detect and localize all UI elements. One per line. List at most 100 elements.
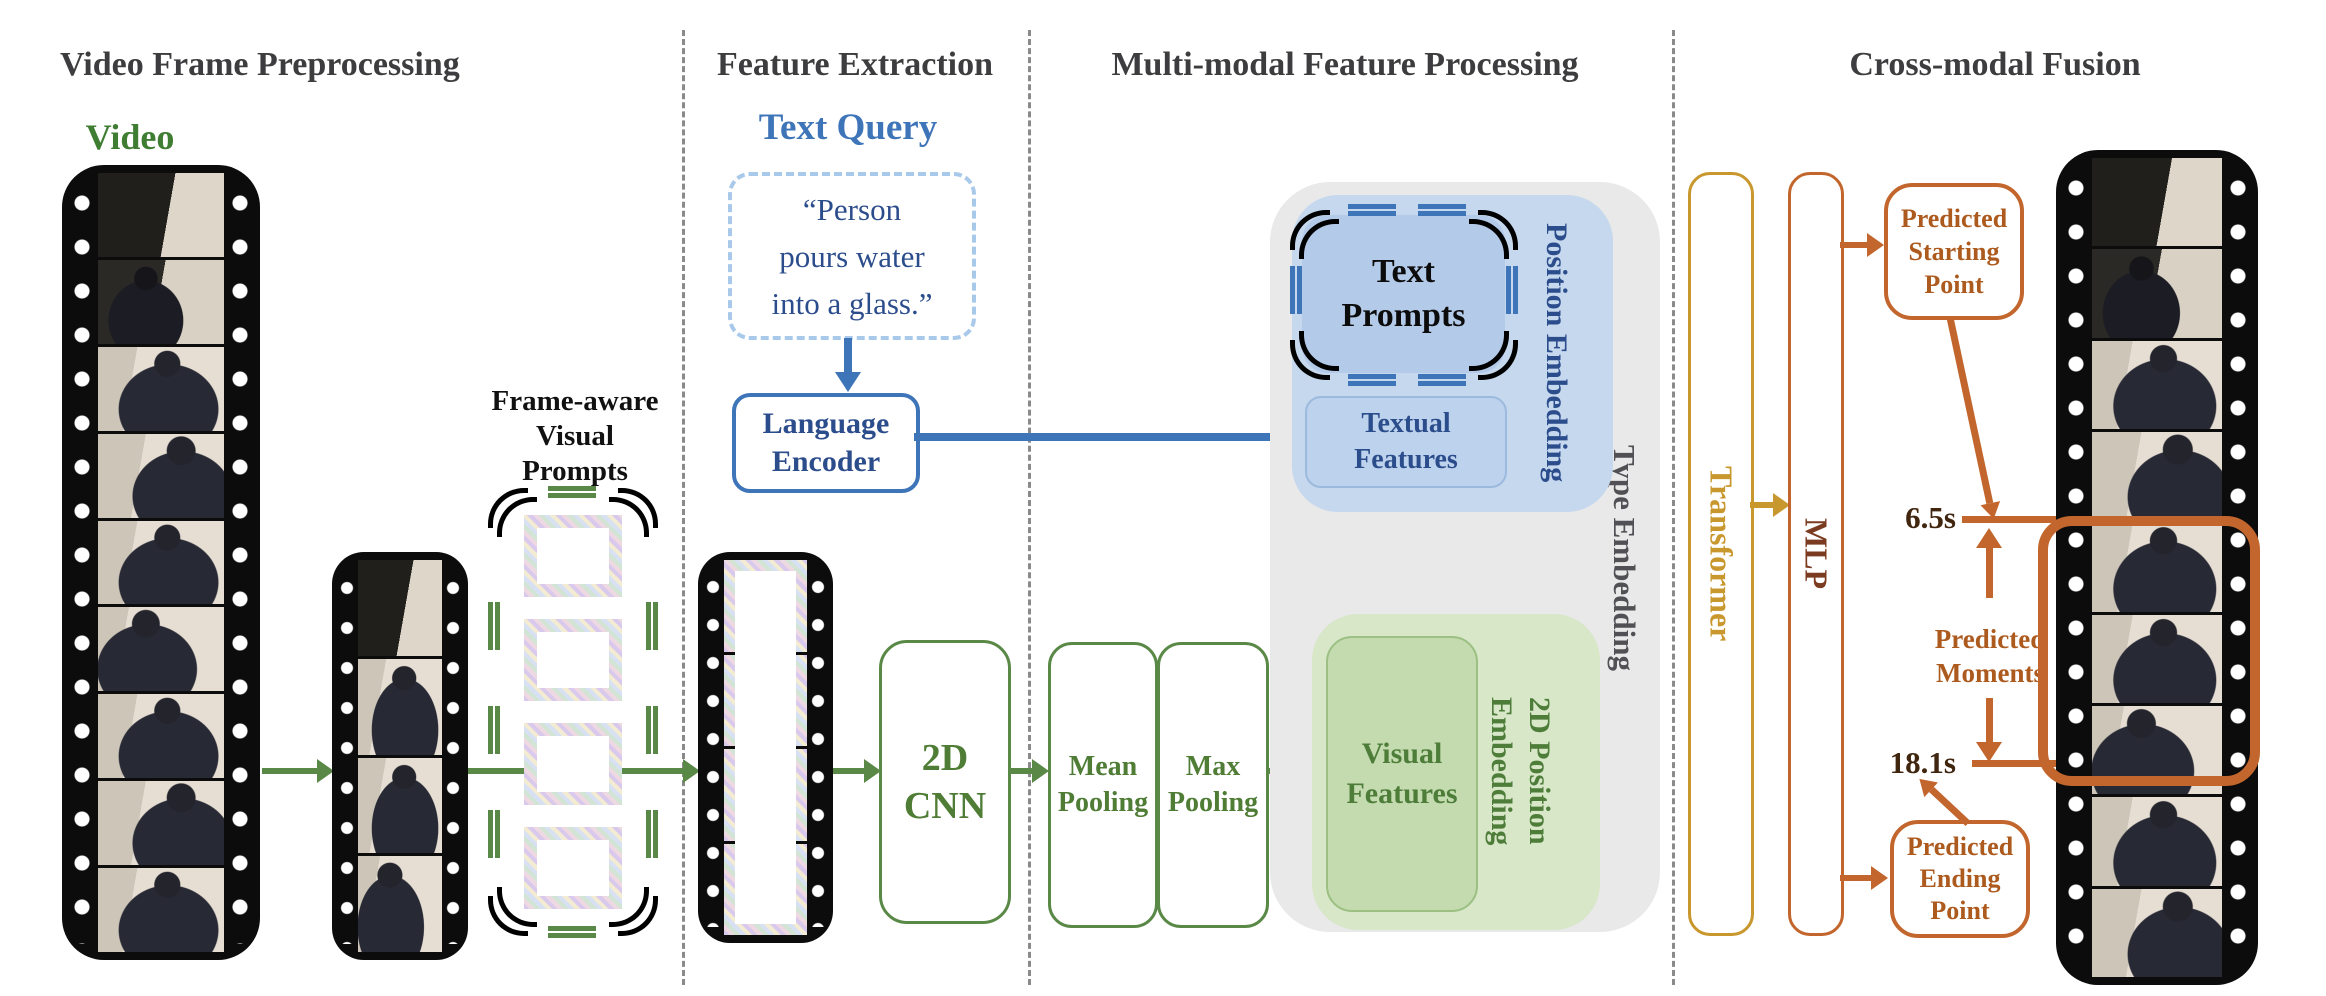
- film-sprocket-holes-icon: [73, 181, 91, 944]
- bracket-icon: [1348, 204, 1396, 216]
- box-line: Visual: [1361, 737, 1443, 770]
- arrow-moments-down: [1976, 698, 2002, 762]
- video-frame-thumbnail: [98, 520, 224, 605]
- bracket-icon: [488, 706, 500, 754]
- column-divider-3: [1672, 30, 1675, 985]
- box-line: Text: [1372, 253, 1435, 290]
- video-frame-thumbnail: [98, 868, 224, 953]
- video-frame-thumbnail: [98, 259, 224, 344]
- text-query-box: “Person pours water into a glass.”: [728, 172, 976, 340]
- video-frame-thumbnail: [358, 658, 442, 755]
- visual-prompt-frame: [524, 723, 622, 805]
- box-line: Max: [1185, 751, 1241, 782]
- visual-prompts-column: [488, 486, 658, 938]
- end-time-line: [1972, 760, 2062, 767]
- arrowhead-icon: [1032, 759, 1049, 783]
- query-line: into a glass.”: [771, 285, 933, 321]
- transformer-label: Transformer: [1703, 466, 1740, 642]
- header-multimodal-feature-processing: Multi-modal Feature Processing: [1111, 46, 1579, 83]
- video-frame-thumbnail: [2092, 431, 2222, 521]
- bracket-icon: [488, 810, 500, 858]
- visual-features-box: Visual Features: [1326, 636, 1478, 912]
- video-frame-thumbnail: [2092, 340, 2222, 429]
- prompt-frame-center: [537, 736, 609, 792]
- video-frame-thumbnail: [98, 433, 224, 518]
- type-embedding-label: Type Embedding: [1607, 445, 1642, 671]
- video-frame-thumbnail: [2092, 249, 2222, 338]
- arrowhead-icon: [864, 759, 881, 783]
- bracket-icon: [548, 926, 596, 938]
- box-line: Features: [1354, 444, 1458, 475]
- header-video-frame-preprocessing: Video Frame Preprocessing: [60, 46, 460, 83]
- visual-prompt-frame: [524, 515, 622, 597]
- position-embedding-label: Position Embedding: [1540, 223, 1573, 483]
- video-frame-thumbnail: [98, 346, 224, 431]
- box-line: Mean: [1068, 751, 1138, 782]
- box-line: Prompts: [1341, 297, 1466, 334]
- bracket-icon: [497, 497, 537, 537]
- arrowhead-icon: [1867, 233, 1884, 257]
- transformer-box: Transformer: [1688, 172, 1754, 936]
- film-sprocket-holes-icon: [706, 568, 720, 927]
- bracket-icon: [488, 602, 500, 650]
- header-cross-modal-fusion: Cross-modal Fusion: [1849, 46, 2141, 83]
- arrowhead-icon: [683, 759, 700, 783]
- mean-pooling-box: Mean Pooling: [1048, 642, 1158, 928]
- cnn-box: 2D CNN: [879, 640, 1011, 924]
- video-frame-thumbnail: [358, 856, 442, 952]
- mlp-label: MLP: [1798, 518, 1835, 590]
- video-frame-thumbnail: [98, 694, 224, 779]
- sampled-film-strip: [332, 552, 468, 960]
- textual-features-box: Textual Features: [1305, 396, 1507, 488]
- bracket-icon: [1418, 204, 1466, 216]
- bracket-icon: [488, 488, 528, 528]
- arrow-transformer-to-mlp: [1750, 493, 1790, 517]
- query-line: “Person: [802, 191, 902, 227]
- arrow-start-to-time: [1946, 316, 2004, 521]
- prompt-frame-center: [537, 632, 609, 688]
- prompted-frames: [724, 560, 807, 935]
- video-frame-thumbnail: [2092, 523, 2222, 612]
- query-line: pours water: [779, 238, 925, 274]
- arrow-prompted-to-cnn: [833, 759, 881, 783]
- text-query-title: Text Query: [758, 107, 938, 148]
- arrow-cnn-to-pooling: [1005, 759, 1049, 783]
- label-line: Moments: [1936, 658, 2044, 688]
- video-label: Video: [85, 117, 175, 157]
- bracket-icon: [646, 810, 658, 858]
- bracket-icon: [1290, 266, 1302, 314]
- arrow-mlp-to-end: [1840, 866, 1888, 890]
- bracket-icon: [1290, 210, 1330, 250]
- arrow-moments-up: [1976, 528, 2002, 598]
- label-line: Predicted: [1934, 624, 2046, 654]
- box-line: Ending: [1919, 864, 2001, 893]
- box-line: Textual: [1361, 408, 1451, 439]
- position-embedding-2d-label: 2D Position Embedding: [1485, 696, 1556, 846]
- end-time-label: 18.1s: [1889, 745, 1956, 780]
- visual-prompt-frame: [524, 827, 622, 909]
- arrowhead-icon: [317, 759, 334, 783]
- column-divider-1: [682, 30, 685, 985]
- box-line: Point: [1930, 896, 1990, 925]
- film-sprocket-holes-icon: [446, 568, 460, 944]
- box-line: 2D: [921, 737, 969, 779]
- mlp-box: MLP: [1788, 172, 1844, 936]
- predicted-ending-point-box: Predicted Ending Point: [1890, 820, 2030, 938]
- box-line: Encoder: [771, 445, 881, 478]
- video-frame-thumbnail: [98, 173, 224, 257]
- prompted-frame-thumbnail: [724, 571, 807, 935]
- film-sprocket-holes-icon: [231, 181, 249, 944]
- frame-aware-visual-prompts-label: Frame-aware Visual Prompts: [460, 384, 690, 489]
- bracket-icon: [646, 706, 658, 754]
- box-line: CNN: [903, 785, 987, 827]
- box-line: Predicted: [1900, 204, 2008, 233]
- video-frame-thumbnail: [2092, 158, 2222, 247]
- arrow-encoder-to-textual-features: [914, 425, 1300, 449]
- prompt-frame-center: [537, 528, 609, 584]
- box-line: Language: [762, 407, 890, 440]
- box-line: Pooling: [1057, 787, 1149, 818]
- start-time-label: 6.5s: [1905, 500, 1956, 535]
- bracket-icon: [1418, 374, 1466, 386]
- box-line: Point: [1924, 270, 1984, 299]
- box-line: Starting: [1908, 237, 2000, 266]
